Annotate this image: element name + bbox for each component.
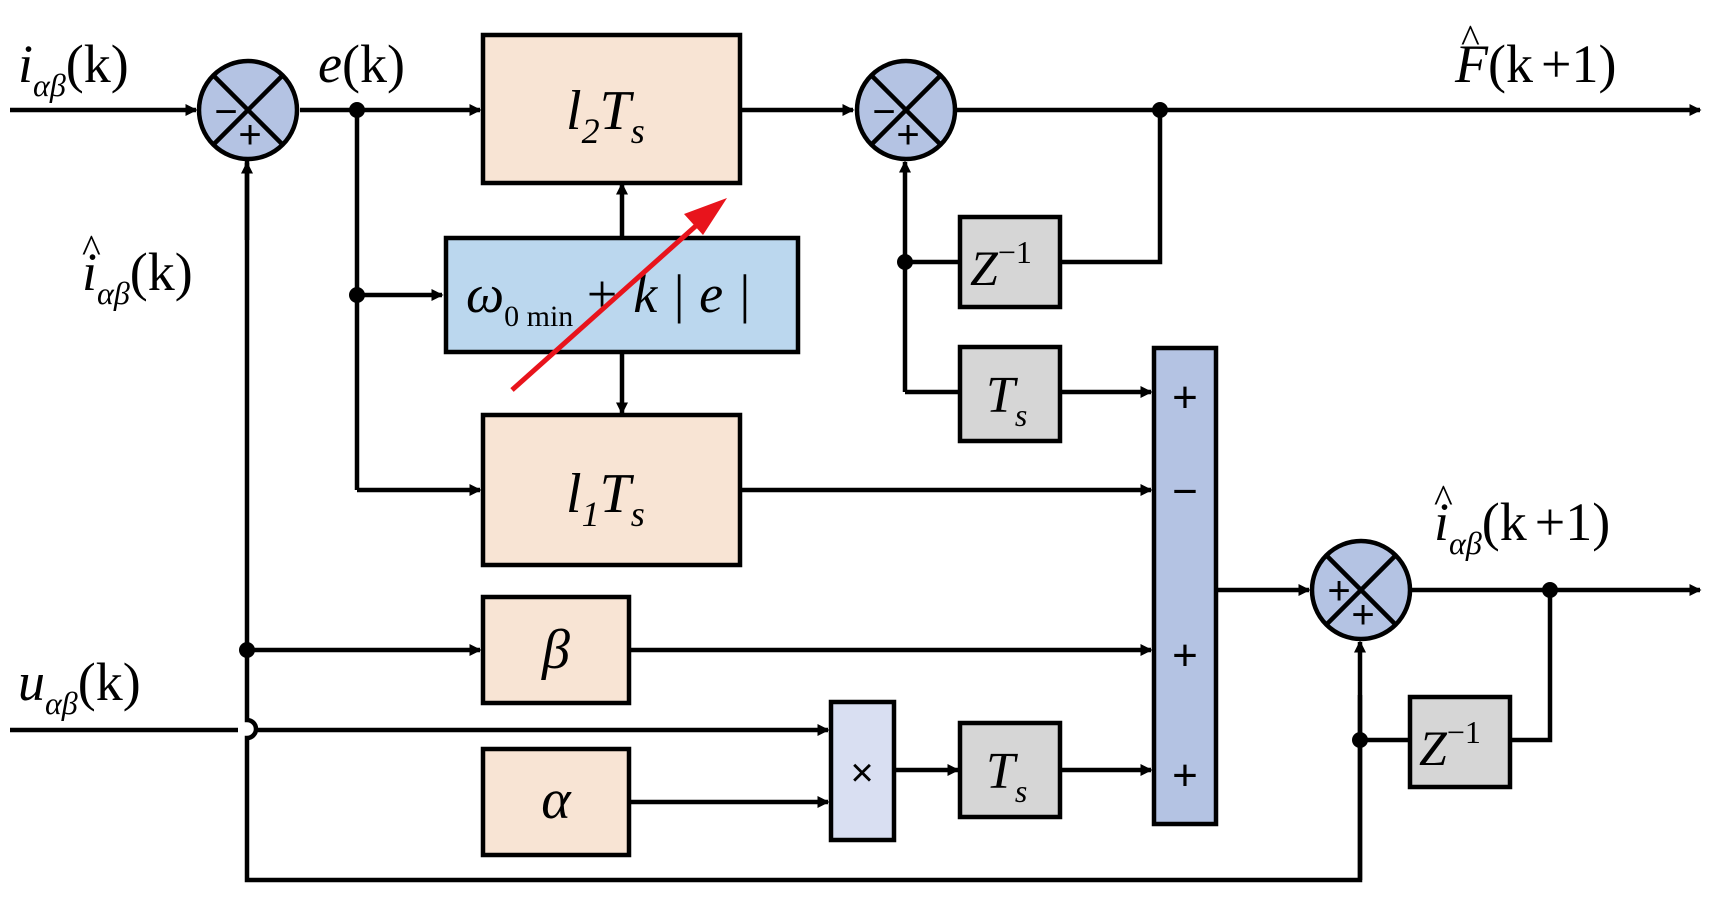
label-u-input: uαβ(k) xyxy=(18,652,141,721)
block-beta: β xyxy=(480,594,632,706)
summing-junction-1: − + xyxy=(196,58,300,162)
svg-text:+: + xyxy=(1351,593,1374,637)
svg-text:Z−1: Z−1 xyxy=(970,234,1032,296)
block-l1-ts: l1Ts xyxy=(480,412,743,568)
adaptation-arrow xyxy=(510,198,727,392)
svg-text:+: + xyxy=(1172,373,1198,422)
svg-text:α: α xyxy=(541,769,572,831)
svg-text:Ts: Ts xyxy=(986,743,1027,809)
svg-text:+: + xyxy=(1172,631,1198,680)
block-l2-ts: l2Ts xyxy=(480,32,743,186)
signal-wires xyxy=(10,104,1702,883)
label-i-input: iαβ(k) xyxy=(18,34,129,103)
summing-junction-3: + + xyxy=(1309,538,1413,642)
svg-text:−: − xyxy=(872,90,895,134)
label-i-hat: ^ iαβ(k) xyxy=(82,226,193,311)
block-ts-mid: Ts xyxy=(957,344,1063,444)
block-ts-bottom: Ts xyxy=(957,720,1063,820)
svg-text:+: + xyxy=(1172,751,1198,800)
summing-junction-2: − + xyxy=(854,58,958,162)
svg-text:iαβ(k+1): iαβ(k+1) xyxy=(1434,492,1610,561)
svg-text:×: × xyxy=(850,751,873,795)
label-i-hat-next: ^ iαβ(k+1) xyxy=(1434,476,1610,561)
svg-text:^: ^ xyxy=(82,226,101,271)
svg-text:F(k+1): F(k+1) xyxy=(1454,34,1616,94)
summation-bar: + − + + xyxy=(1151,345,1219,827)
svg-text:^: ^ xyxy=(1434,476,1453,521)
svg-text:−: − xyxy=(214,90,237,134)
svg-text:^: ^ xyxy=(1461,16,1480,61)
svg-text:+: + xyxy=(238,113,261,157)
junction-dots xyxy=(239,102,1558,748)
block-multiplier: × xyxy=(828,699,897,843)
svg-text:+: + xyxy=(1327,569,1350,613)
label-f-output: ^ F(k+1) xyxy=(1454,16,1616,94)
svg-text:l2Ts: l2Ts xyxy=(566,80,645,151)
svg-text:ω0 min+ k | e |: ω0 min+ k | e | xyxy=(466,264,751,333)
svg-text:iαβ(k): iαβ(k) xyxy=(82,242,193,311)
block-delay-bottom: Z−1 xyxy=(1407,694,1513,790)
svg-text:+: + xyxy=(896,113,919,157)
svg-text:β: β xyxy=(541,619,570,681)
svg-text:l1Ts: l1Ts xyxy=(566,463,645,534)
svg-text:Z−1: Z−1 xyxy=(1419,714,1481,776)
block-alpha: α xyxy=(480,746,632,858)
svg-text:−: − xyxy=(1172,467,1198,516)
svg-text:Ts: Ts xyxy=(986,367,1027,433)
label-error: e(k) xyxy=(318,34,405,94)
block-delay-top: Z−1 xyxy=(957,214,1063,310)
